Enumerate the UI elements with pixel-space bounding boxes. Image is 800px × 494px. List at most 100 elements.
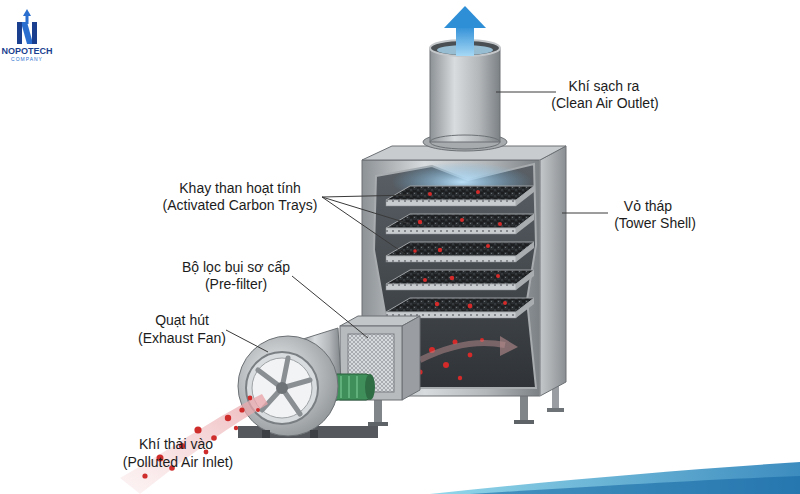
pollutant-dots <box>418 220 422 224</box>
carbon-trays <box>386 214 534 228</box>
exhaust-fan <box>262 430 270 438</box>
callout-label: Khí thải vào <box>139 436 213 452</box>
polluted-air-stream <box>239 407 244 412</box>
decor-wave <box>430 462 800 494</box>
pollutant-dots <box>413 249 417 253</box>
pollutant-dots <box>413 190 507 380</box>
decor-wave <box>470 476 800 494</box>
callout-label: (Pre-filter) <box>205 276 267 292</box>
leader-lines <box>292 276 368 338</box>
logo-icon <box>23 9 31 16</box>
carbon-trays <box>386 186 534 318</box>
carbon-trays <box>386 228 516 234</box>
exhaust-fan <box>238 328 378 438</box>
pollutant-dots <box>468 353 473 358</box>
polluted-air-stream <box>120 394 268 494</box>
carbon-trays <box>516 270 534 290</box>
logo-text: NOPOTECH <box>1 46 52 56</box>
callout-label: Bộ lọc bụi sơ cấp <box>182 259 290 275</box>
leader-lines <box>496 92 556 93</box>
pre-filter <box>402 316 420 400</box>
airflow-arrow <box>420 343 505 360</box>
pollutant-dots <box>438 248 442 252</box>
polluted-air-stream <box>225 415 231 421</box>
polluted-air-stream <box>248 396 253 401</box>
exhaust-fan <box>365 374 375 400</box>
carbon-trays <box>516 298 534 318</box>
airflow-arrow <box>500 336 518 356</box>
pollutant-dots <box>458 376 462 380</box>
polluted-air-stream <box>256 408 260 412</box>
carbon-trays <box>386 284 516 290</box>
pollutant-dots <box>450 276 455 281</box>
tower-shell <box>540 146 566 396</box>
callout-label: (Tower Shell) <box>614 215 696 231</box>
exhaust-fan <box>258 358 310 414</box>
pollutant-dots <box>486 244 490 248</box>
pollutant-dots <box>498 222 502 226</box>
pollutant-dots <box>468 304 473 309</box>
callout-label: Vỏ tháp <box>624 198 672 214</box>
exhaust-fan <box>246 352 318 424</box>
exhaust-fan <box>348 376 350 398</box>
leader-lines <box>562 213 608 214</box>
decor-wave <box>430 462 800 494</box>
callout-label: Khay than hoạt tính <box>179 180 300 196</box>
pollutant-dots <box>460 218 464 222</box>
callout-label: (Clean Air Outlet) <box>551 95 658 111</box>
logo-subtext: COMPANY <box>11 57 43 63</box>
carbon-trays <box>386 200 516 206</box>
carbon-trays <box>386 242 534 256</box>
clean-air-arrow <box>444 6 486 56</box>
outlet-chimney <box>430 48 500 142</box>
outlet-chimney <box>430 135 500 149</box>
pollutant-dots <box>476 190 480 194</box>
exhaust-fan <box>310 430 318 438</box>
leader-lines <box>322 197 405 254</box>
carbon-trays <box>516 242 534 262</box>
airflow-arrow <box>420 336 518 360</box>
pre-filter <box>340 326 402 400</box>
carbon-trays <box>386 256 516 262</box>
tower-shell <box>540 160 541 396</box>
polluted-air-stream <box>194 426 201 433</box>
logo-icon <box>17 9 37 44</box>
clean-air-arrow <box>456 26 474 56</box>
carbon-trays <box>386 270 534 284</box>
outlet-chimney <box>423 40 507 151</box>
leader-lines <box>226 330 268 352</box>
leader-lines <box>226 92 608 352</box>
polluted-air-stream <box>142 473 147 478</box>
logo-icon <box>32 22 37 44</box>
logo-icon <box>17 22 22 44</box>
exhaust-fan <box>238 336 338 436</box>
carbon-trays <box>386 186 534 200</box>
callout-label: Quạt hút <box>155 312 209 328</box>
pollutant-dots <box>428 192 432 196</box>
pollutant-dots <box>496 274 500 278</box>
polluted-air-stream <box>120 394 268 494</box>
pollutant-dots <box>435 302 439 306</box>
clean-air-arrow <box>444 6 486 28</box>
callout-label: (Exhaust Fan) <box>138 330 226 346</box>
leader-lines <box>322 195 412 197</box>
carbon-trays <box>516 214 534 234</box>
callout-label: Khí sạch ra <box>569 78 640 94</box>
tower-legs <box>547 408 564 412</box>
exhaust-fan <box>252 358 312 418</box>
tower-legs <box>514 420 534 424</box>
callout-label: (Polluted Air Inlet) <box>123 454 234 470</box>
pollutant-dots <box>423 278 427 282</box>
leader-lines <box>322 197 410 224</box>
callout-label: (Activated Carbon Trays) <box>163 197 318 213</box>
exhaust-fan <box>340 376 342 398</box>
pollutant-dots <box>503 301 507 305</box>
polluted-air-stream <box>234 426 238 430</box>
tower-legs <box>368 422 388 426</box>
logo-icon <box>22 22 32 44</box>
pollutant-dots <box>443 362 449 368</box>
exhaust-fan <box>356 376 358 398</box>
carbon-trays <box>516 186 534 206</box>
